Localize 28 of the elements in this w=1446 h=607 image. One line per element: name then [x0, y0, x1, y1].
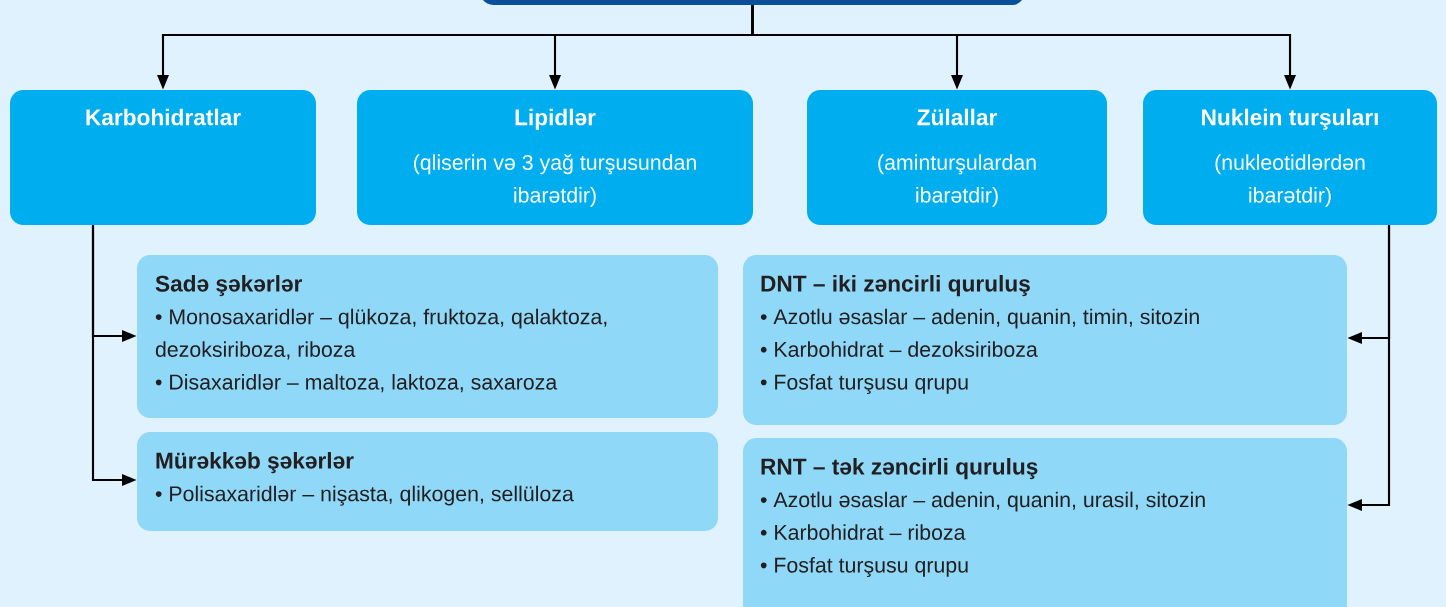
list-item: • Fosfat turşusu qrupu	[760, 557, 968, 577]
box-heading: Zülallar	[917, 108, 997, 126]
detail-box	[136, 255, 719, 418]
list-item: • Azotlu əsaslar – adenin, quanin, timin, sitozin	[760, 308, 1199, 329]
category-box	[10, 90, 316, 225]
box-text: (nukleotidlərdən ibarətdir)	[1215, 154, 1365, 207]
list-item: • Karbohidrat – dezoksiriboza	[760, 341, 1038, 357]
list-item: • Polisaxaridlər – nişasta, qlikogen, sellüloza	[155, 485, 574, 506]
detail-box	[136, 432, 719, 531]
box-heading: Lipidlər	[515, 108, 596, 130]
list-item: • Karbohidrat – riboza	[760, 524, 966, 540]
box-heading: Nuklein turşuları	[1202, 108, 1378, 130]
box-heading: RNT – tək zəncirli quruluş	[761, 458, 1038, 480]
box-text: (aminturşulardan ibarətdir)	[878, 154, 1036, 207]
detail-box	[743, 438, 1347, 607]
list-item: • Monosaxaridlər – qlükoza, fruktoza, qalaktoza, dezoksiriboza, riboza	[155, 308, 607, 360]
detail-box	[743, 255, 1347, 425]
box-text: (qliserin və 3 yağ turşusundan ibarətdir)	[414, 154, 696, 207]
box-heading: Sadə şəkərlər	[155, 275, 302, 297]
list-item: • Azotlu əsaslar – adenin, quanin, urasil, sitozin	[760, 491, 1205, 512]
list-item: • Disaxaridlər – maltoza, laktoza, saxaroza	[155, 374, 558, 393]
box-heading: Karbohidratlar	[86, 108, 241, 126]
list-item: • Fosfat turşusu qrupu	[760, 374, 968, 394]
category-box	[357, 90, 753, 225]
box-heading: DNT – iki zəncirli quruluş	[761, 275, 1030, 297]
box-heading: Mürəkkəb şəkərlər	[156, 452, 354, 474]
category-box	[1143, 90, 1437, 225]
category-box	[807, 90, 1107, 225]
